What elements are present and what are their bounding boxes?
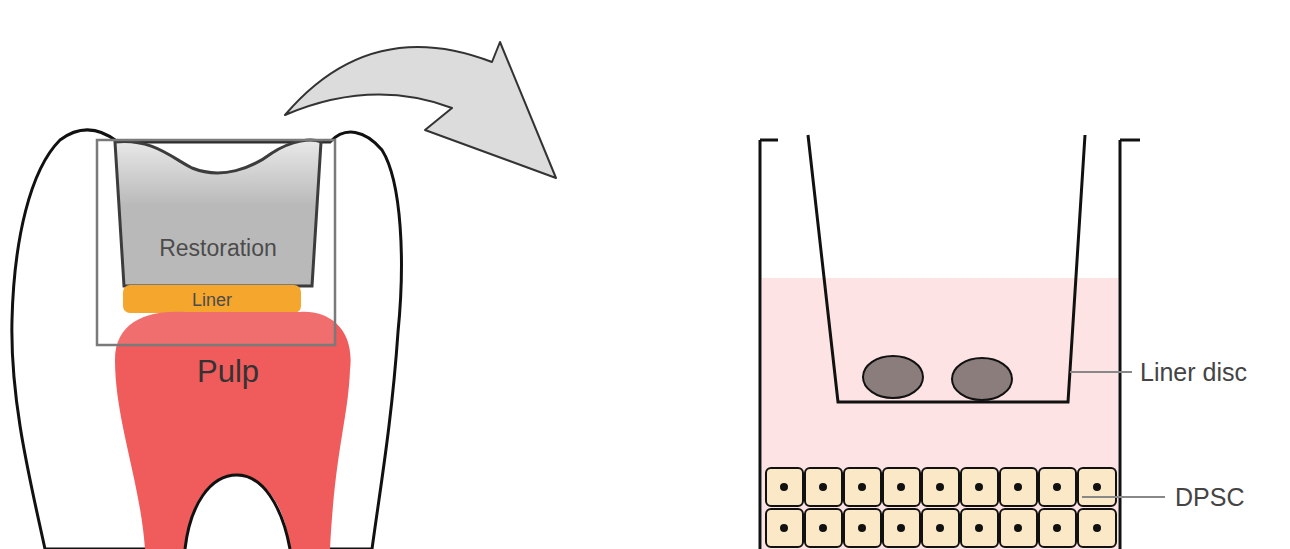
liner-disc xyxy=(863,356,923,398)
node-label: Pulp xyxy=(197,354,259,390)
cell-nucleus xyxy=(1093,524,1101,532)
stem-cell xyxy=(805,468,842,506)
stem-cell xyxy=(922,509,959,547)
stem-cell xyxy=(1000,509,1037,547)
cell-nucleus xyxy=(897,524,905,532)
stem-cell xyxy=(1078,468,1116,506)
well-wall xyxy=(760,140,1140,549)
stem-cell xyxy=(1078,509,1116,547)
part-label: DPSC xyxy=(1175,483,1244,512)
stem-cell xyxy=(1039,509,1076,547)
cell-nucleus xyxy=(1014,524,1022,532)
cell-nucleus xyxy=(780,483,788,491)
cell-nucleus xyxy=(936,483,944,491)
cell-nucleus xyxy=(819,524,827,532)
cell-nucleus xyxy=(858,483,866,491)
cell-nucleus xyxy=(819,483,827,491)
stem-cell xyxy=(1039,468,1076,506)
stem-cell xyxy=(844,509,881,547)
transfer-arrow xyxy=(285,42,556,178)
part-label: Liner disc xyxy=(1140,358,1247,387)
tooth-outline xyxy=(12,130,402,549)
stem-cell xyxy=(961,468,998,506)
cell-nucleus xyxy=(858,524,866,532)
liner-disc xyxy=(952,358,1012,400)
insert-medium xyxy=(826,278,1076,402)
stem-cell xyxy=(1000,468,1037,506)
stem-cell xyxy=(883,468,920,506)
cell-nucleus xyxy=(936,524,944,532)
stem-cell xyxy=(922,468,959,506)
stem-cell xyxy=(805,509,842,547)
cell-nucleus xyxy=(975,524,983,532)
cell-nucleus xyxy=(780,524,788,532)
stem-cell xyxy=(961,509,998,547)
stem-cell xyxy=(766,509,803,547)
cell-nucleus xyxy=(897,483,905,491)
stem-cell xyxy=(883,509,920,547)
cell-nucleus xyxy=(1053,483,1061,491)
pulp-fill xyxy=(115,312,351,549)
leader-line xyxy=(1082,496,1165,498)
cell-nucleus xyxy=(1014,483,1022,491)
leader-line xyxy=(1070,371,1132,373)
cell-nucleus xyxy=(1093,483,1101,491)
cell-nucleus xyxy=(1053,524,1061,532)
magnify-box xyxy=(97,140,335,345)
stem-cell xyxy=(766,468,803,506)
transwell-insert xyxy=(808,135,1085,402)
stem-cell xyxy=(844,468,881,506)
cell-nucleus xyxy=(975,483,983,491)
culture-medium xyxy=(762,278,1118,549)
root-furcation xyxy=(185,475,290,549)
